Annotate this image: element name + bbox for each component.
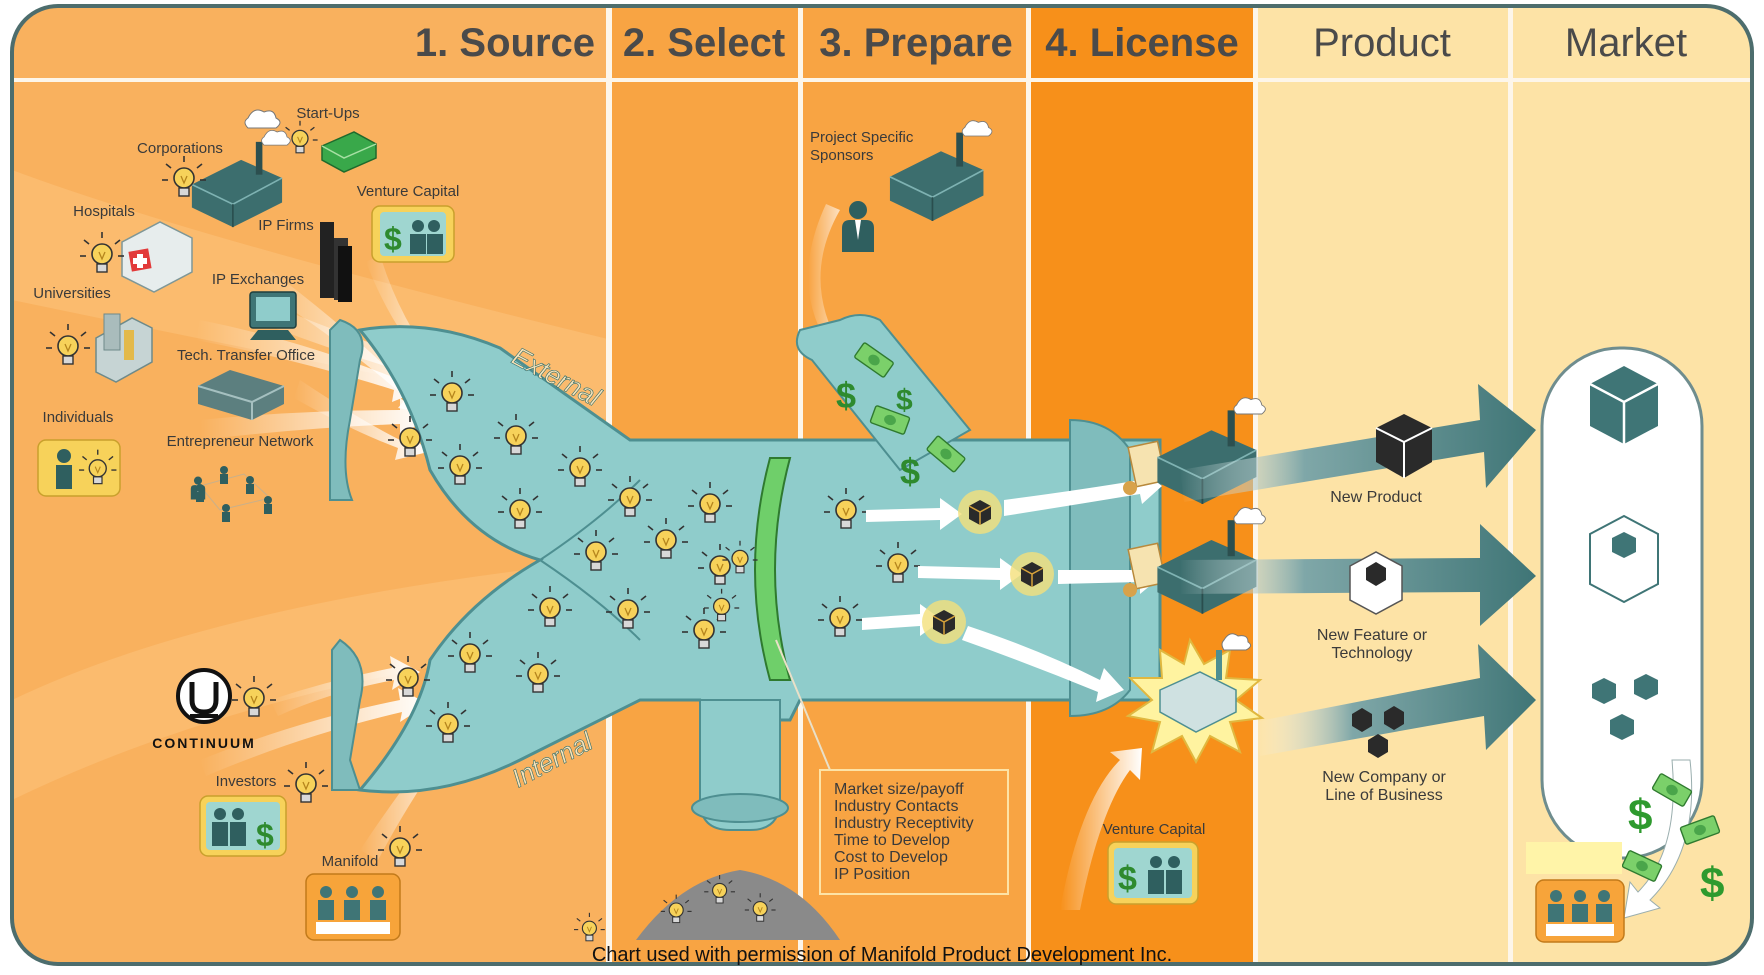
permission-credit: Chart used with permission of Manifold P… (591, 944, 1173, 966)
new-company-label-2: Line of Business (1325, 787, 1442, 804)
criteria-item: Cost to Develop (834, 849, 948, 866)
stage-product-header: Product (1313, 21, 1451, 65)
entrepreneur-network-icon (190, 466, 272, 522)
market-return-arrow: $ $ (1621, 759, 1724, 919)
selection-criteria-box (775, 639, 1009, 895)
new-company-label-1: New Company or (1322, 769, 1446, 786)
svg-text:$: $ (896, 384, 913, 417)
highlight-box (1526, 842, 1622, 874)
licensee-factory-1 (1123, 396, 1267, 505)
new-product-icon (1375, 414, 1433, 478)
entrepreneur-network-label: Entrepreneur Network (167, 433, 314, 450)
start-ups-icon (244, 109, 377, 173)
start-ups-label: Start-Ups (296, 105, 359, 122)
new-product-label: New Product (1330, 489, 1422, 506)
manifold-team-icon (305, 825, 423, 941)
criteria-list: Market size/payoff Industry Contacts Ind… (834, 781, 974, 883)
market-team-icon (1535, 879, 1625, 943)
universities-icon (45, 313, 153, 383)
corporations-label: Corporations (137, 140, 223, 157)
venture-capital-icon: $ (371, 205, 455, 263)
ip-exchanges-label: IP Exchanges (212, 271, 304, 288)
investors-label: Investors (216, 773, 277, 790)
dollar-icon: $ (1700, 859, 1724, 908)
ip-firms-label: IP Firms (258, 217, 314, 234)
tech-transfer-office-icon (197, 370, 285, 420)
license-arrows (962, 468, 1162, 702)
continuum-label: CONTINUUM (152, 735, 256, 751)
stage-prepare-header: 3. Prepare (819, 21, 1012, 65)
prepared-idea-cube-1 (957, 489, 1003, 535)
continuum-logo (176, 668, 277, 724)
new-feature-icon (1349, 551, 1403, 615)
criteria-item: Time to Develop (834, 832, 950, 849)
prepare-arrows (862, 498, 1022, 636)
licensee-factory-2 (1123, 506, 1267, 615)
svg-text:$: $ (1118, 860, 1137, 898)
discarded-ideas-pile (573, 540, 840, 942)
license-venture-capital-icon: $ (1107, 841, 1199, 905)
new-feature-label-2: Technology (1332, 645, 1413, 662)
manifold-label: Manifold (322, 853, 379, 870)
sponsor-money: $ $ $ (836, 341, 967, 492)
dollar-icon: $ (1628, 791, 1652, 840)
svg-text:$: $ (384, 221, 402, 257)
sponsors-label-1: Project Specific (810, 129, 914, 146)
criteria-item: Industry Contacts (834, 798, 959, 815)
stage-market-header: Market (1565, 21, 1687, 65)
criteria-item: Market size/payoff (834, 781, 964, 798)
tech-transfer-label: Tech. Transfer Office (177, 347, 315, 364)
stage-license-header: 4. License (1045, 21, 1238, 65)
individuals-icon (37, 439, 121, 497)
new-company-icon (1352, 706, 1404, 758)
prepared-idea-cube-3 (921, 599, 967, 645)
svg-text:$: $ (836, 375, 856, 416)
universities-label: Universities (33, 285, 111, 302)
stage-source-header: 1. Source (415, 21, 595, 65)
ip-firms-icon (320, 222, 352, 302)
market-panel (1540, 346, 1704, 860)
sponsors-label-2: Sponsors (810, 147, 873, 164)
individuals-label: Individuals (43, 409, 114, 426)
criteria-item: Industry Receptivity (834, 815, 974, 832)
svg-text:$: $ (900, 451, 920, 492)
prepared-idea-cube-2 (1009, 551, 1055, 597)
license-venture-capital-label: Venture Capital (1103, 821, 1206, 838)
ip-exchanges-icon (249, 291, 297, 340)
investors-icon: $ (199, 761, 329, 857)
svg-text:$: $ (256, 817, 274, 853)
criteria-item: IP Position (834, 866, 910, 883)
hospitals-label: Hospitals (73, 203, 135, 220)
stage-select-header: 2. Select (623, 21, 785, 65)
venture-capital-label: Venture Capital (357, 183, 460, 200)
new-feature-label-1: New Feature or (1317, 627, 1428, 644)
hospitals-icon (79, 221, 193, 293)
selection-filter (754, 457, 792, 681)
startup-burst (1125, 633, 1265, 765)
